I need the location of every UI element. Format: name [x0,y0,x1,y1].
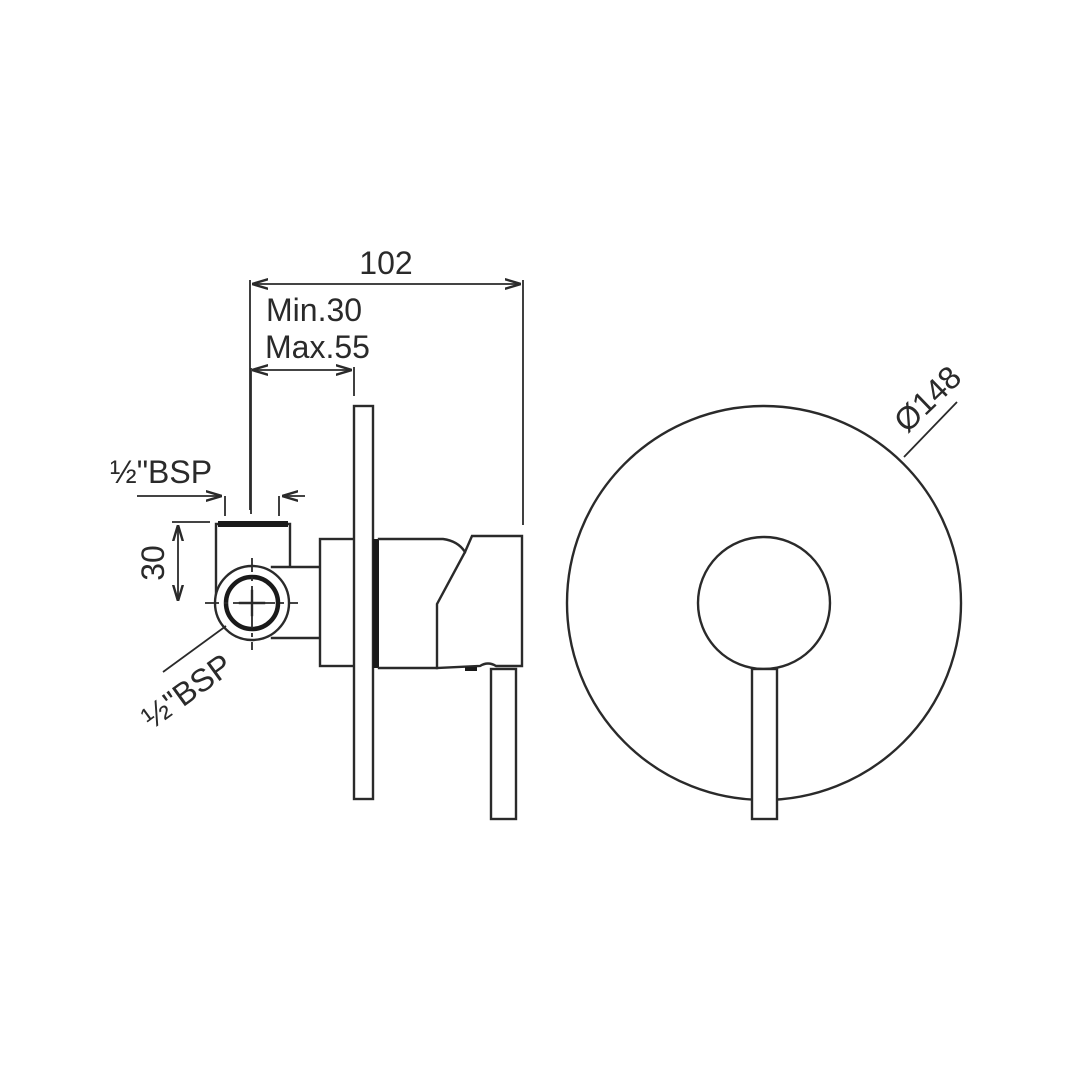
wall-depth-min-label: Min.30 [266,292,362,328]
handle-hub-front [696,535,832,671]
front-view: Ø148 [565,359,968,821]
side-view: 102 Min.30 Max.55 ½"BSP 30 [110,245,524,821]
plate-diameter-label: Ø148 [887,359,968,439]
inlet-height-label: 30 [135,545,171,581]
diameter-leader [903,401,958,458]
top-inlet-label: ½"BSP [110,454,212,490]
dimension-inlet-height: 30 [135,521,210,601]
overall-depth-label: 102 [359,245,412,281]
handle-hub [435,534,524,670]
handle-lever [489,667,518,821]
valve-body-front [377,537,467,670]
side-inlet-leader [162,625,227,673]
dimension-wall-depth: Min.30 Max.55 [252,292,370,396]
wall-depth-max-label: Max.55 [265,329,370,365]
dimension-overall-depth: 102 [249,245,524,525]
side-inlet-label: ½"BSP [135,647,239,736]
handle-lever-front [750,667,779,821]
wall-plate [352,404,375,801]
dimension-top-inlet: ½"BSP [110,454,305,516]
